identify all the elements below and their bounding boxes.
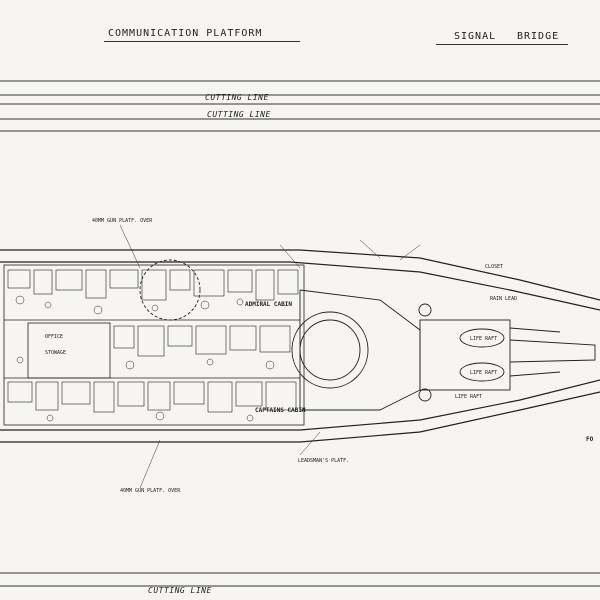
fo-label: FO	[586, 436, 594, 443]
signal-label: SIGNAL	[454, 31, 497, 42]
bridge-label: BRIDGE	[517, 31, 560, 42]
forward-structure	[139, 259, 596, 411]
cutting-line-label-1: CUTTING LINE	[205, 93, 269, 102]
rain-lead-label: RAIN LEAD	[490, 296, 517, 302]
gun-platform-bottom-label: 40MM GUN PLATF. OVER	[120, 488, 181, 494]
page-title: COMMUNICATION PLATFORM	[108, 28, 263, 39]
admiral-cabin-label: ADMIRAL CABIN	[245, 301, 292, 308]
hull-outline	[0, 249, 600, 443]
closet-label: CLOSET	[485, 264, 503, 270]
cutting-line-label-2: CUTTING LINE	[207, 110, 271, 119]
callout-leaders	[119, 224, 421, 489]
life-raft-label-2: LIFE RAFT	[470, 370, 497, 376]
life-raft-label-3: LIFE RAFT	[455, 394, 482, 400]
stowage-label: STOWAGE	[45, 350, 66, 356]
office-label: OFFICE	[45, 334, 63, 340]
cutting-guide-lines	[0, 80, 600, 587]
captains-cabin-label: CAPTAINS CABIN	[255, 407, 306, 414]
superstructure	[3, 264, 305, 426]
life-raft-label-1: LIFE RAFT	[470, 336, 497, 342]
leadsmans-platform-label: LEADSMAN'S PLATF.	[298, 458, 349, 464]
cutting-line-label-3: CUTTING LINE	[148, 586, 212, 595]
title-underline	[104, 41, 300, 42]
signal-bridge-underline	[436, 44, 568, 45]
gun-platform-top-label: 40MM GUN PLATF. OVER	[92, 218, 153, 224]
